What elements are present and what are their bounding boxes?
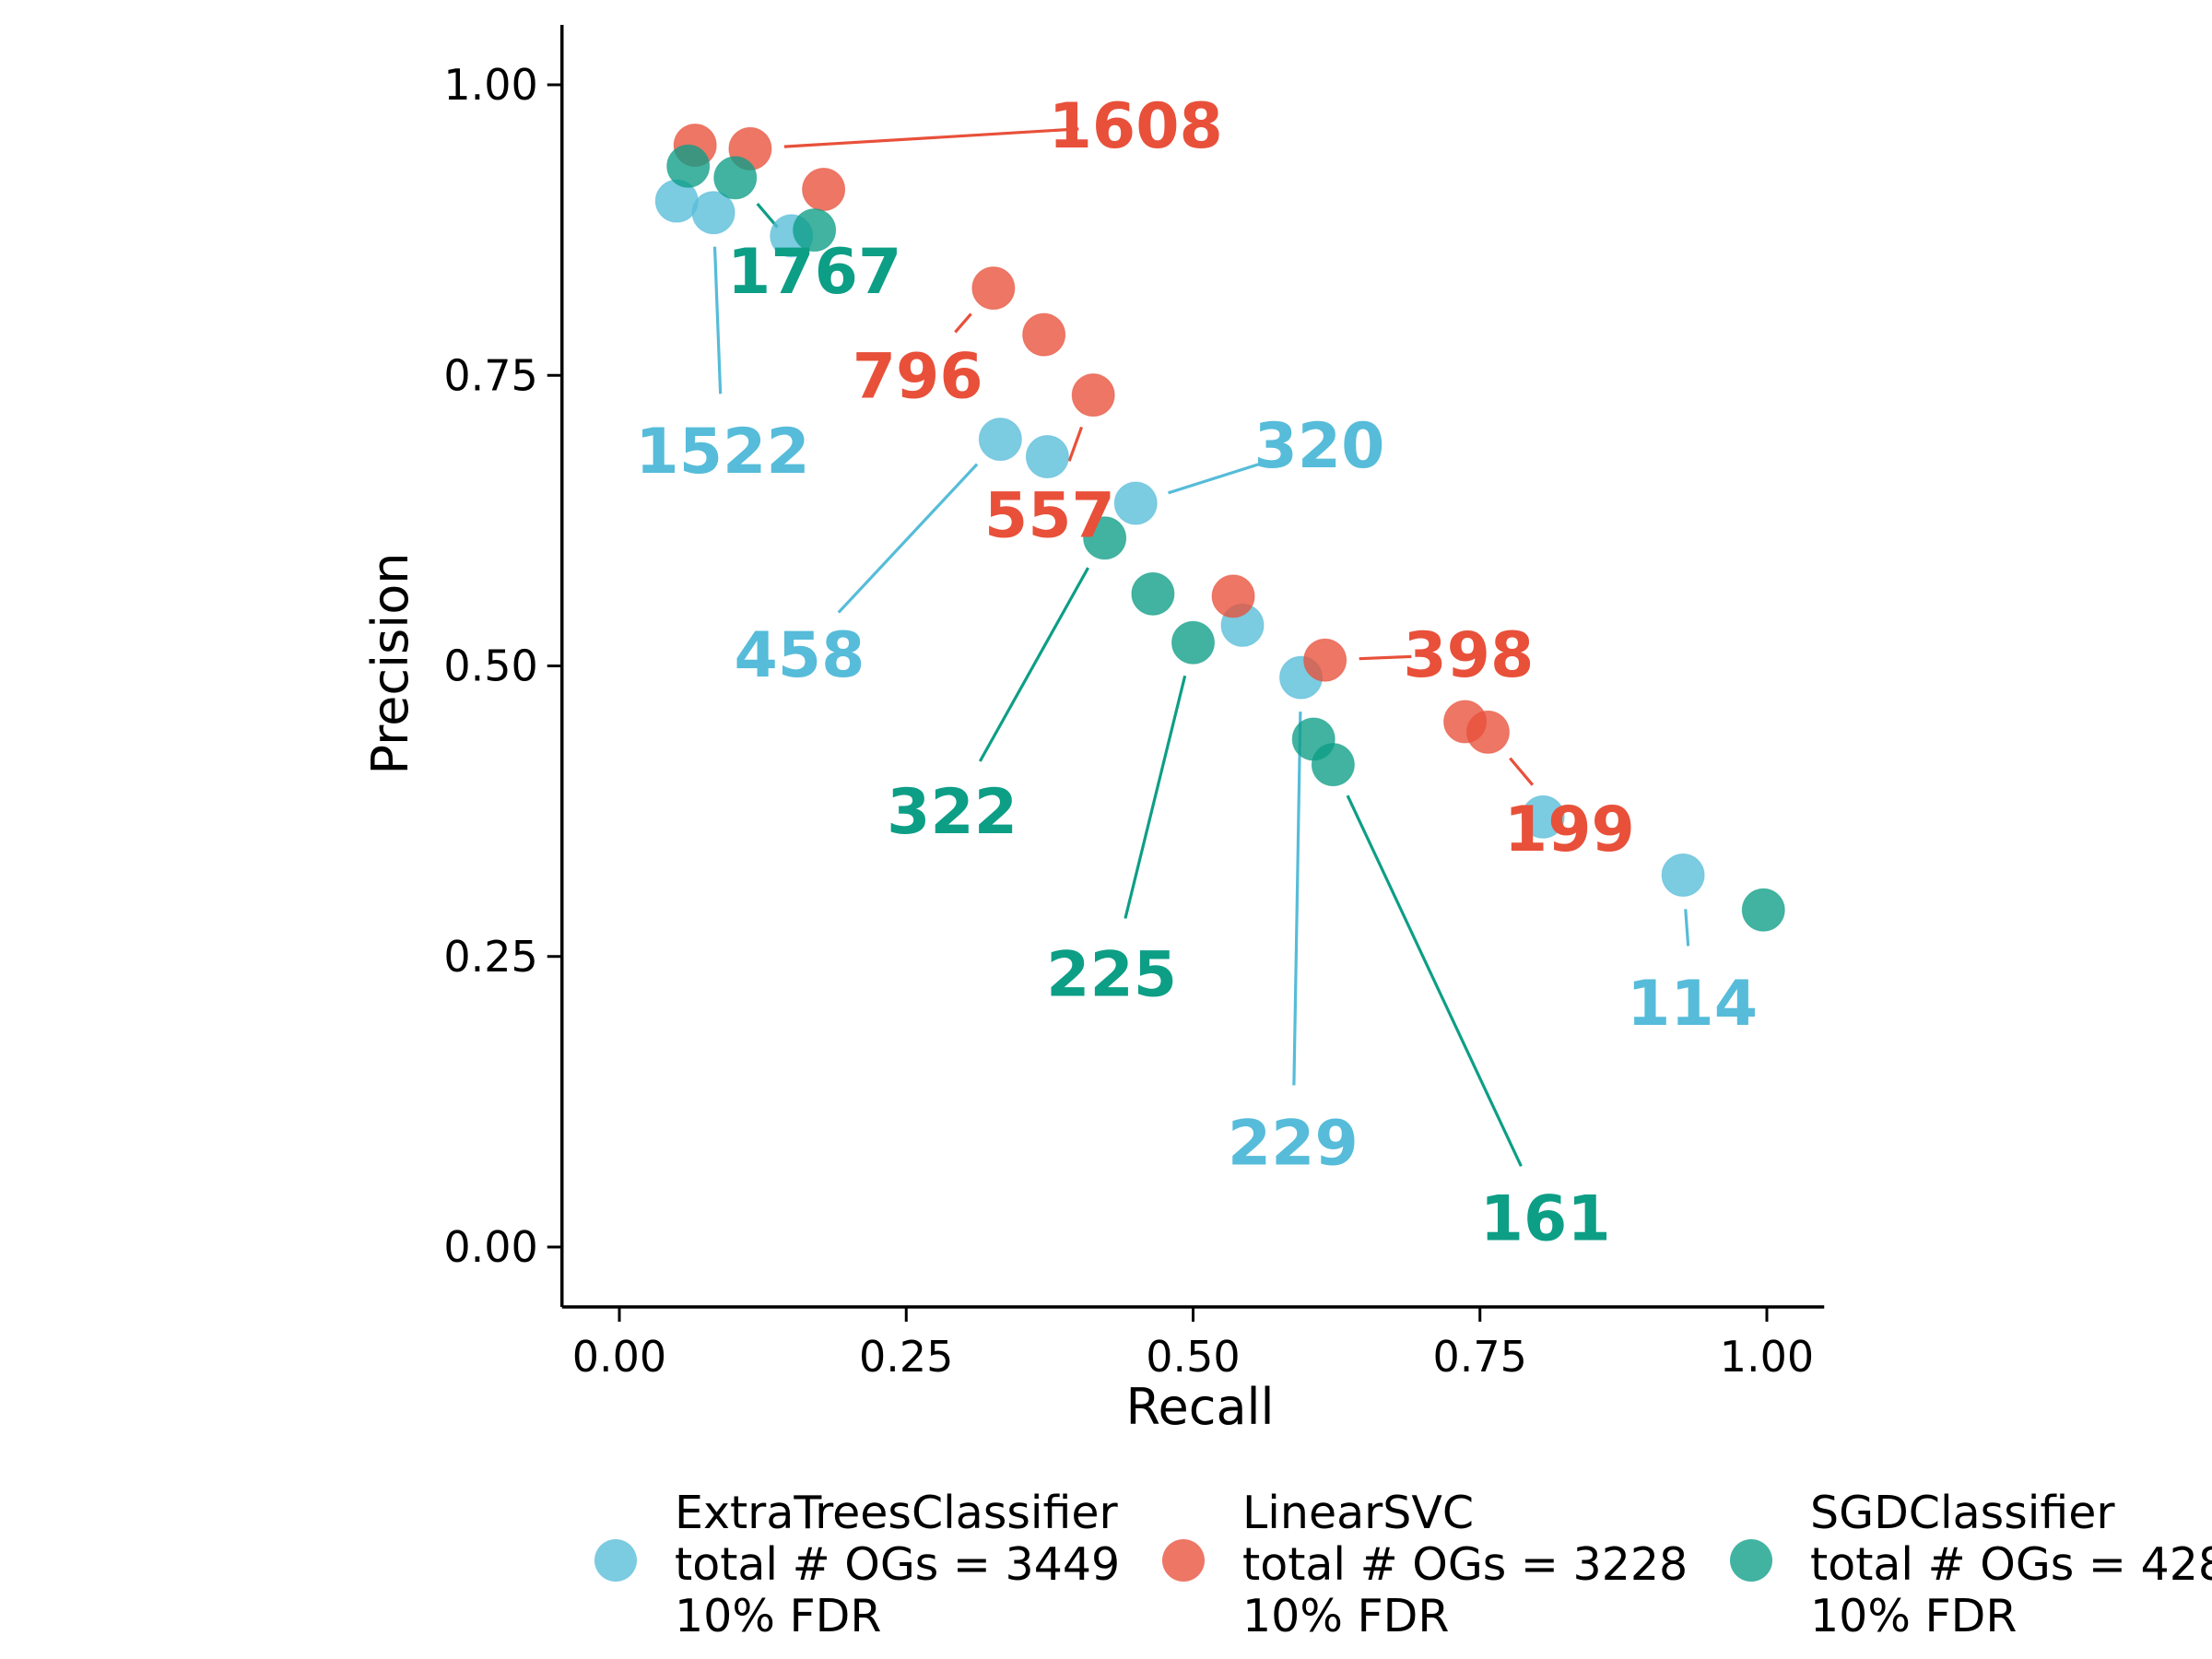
label-leader-line xyxy=(1684,909,1690,947)
data-point xyxy=(1465,710,1510,754)
legend-marker xyxy=(594,1539,637,1582)
legend-label: LinearSVC xyxy=(1242,1487,1474,1539)
x-axis-title: Recall xyxy=(1125,1378,1274,1436)
legend-label: total # OGs = 3449 xyxy=(675,1538,1120,1591)
y-tick-label: 0.50 xyxy=(443,641,537,691)
point-label: 161 xyxy=(1480,1182,1611,1255)
legend-label: total # OGs = 428 xyxy=(1810,1538,2212,1591)
label-leader-line xyxy=(954,312,972,334)
data-point xyxy=(1303,638,1347,682)
legend-label: 10% FDR xyxy=(675,1590,881,1642)
point-label: 199 xyxy=(1504,794,1635,866)
point-label: 322 xyxy=(887,776,1018,849)
point-label: 320 xyxy=(1253,410,1384,483)
data-point xyxy=(1661,853,1705,897)
y-tick-label: 0.25 xyxy=(443,932,537,982)
point-label: 1767 xyxy=(727,236,901,309)
y-axis-title: Precision xyxy=(361,553,419,775)
label-leader-lines xyxy=(712,127,1690,1168)
data-point xyxy=(691,191,735,235)
data-point xyxy=(1171,620,1215,665)
data-point xyxy=(1083,516,1127,560)
data-point xyxy=(802,167,846,211)
data-point xyxy=(1211,574,1255,618)
legend-label: 10% FDR xyxy=(1242,1590,1449,1642)
point-label: 225 xyxy=(1046,939,1177,1012)
x-tick-label: 0.25 xyxy=(859,1332,953,1382)
label-leader-line xyxy=(1067,426,1084,462)
label-leader-line xyxy=(1124,675,1187,919)
legend-label: total # OGs = 3228 xyxy=(1242,1538,1688,1591)
label-leader-line xyxy=(837,463,979,614)
label-leader-line xyxy=(1346,794,1523,1168)
x-tick-label: 1.00 xyxy=(1720,1332,1814,1382)
label-leader-line xyxy=(1359,654,1412,661)
label-leader-line xyxy=(783,127,1079,148)
label-leader-line xyxy=(978,567,1089,762)
point-label: 458 xyxy=(734,619,865,692)
data-point xyxy=(978,418,1022,462)
data-point xyxy=(666,144,711,188)
data-point xyxy=(793,208,837,253)
label-leader-line xyxy=(712,246,723,394)
x-tick-label: 0.00 xyxy=(572,1332,666,1382)
x-tick-label: 0.50 xyxy=(1146,1332,1240,1382)
point-label: 557 xyxy=(984,480,1115,553)
data-point xyxy=(1113,481,1158,525)
legend-label: ExtraTreesClassifier xyxy=(675,1487,1118,1539)
x-tick-label: 0.75 xyxy=(1433,1332,1527,1382)
point-label: 398 xyxy=(1403,619,1534,692)
label-leader-line xyxy=(1509,757,1535,786)
legend-marker xyxy=(1730,1539,1772,1582)
legend-label: SGDClassifier xyxy=(1810,1487,2115,1539)
y-tick-label: 0.75 xyxy=(443,350,537,400)
point-label: 796 xyxy=(853,340,983,413)
point-label: 229 xyxy=(1228,1108,1359,1181)
legend-marker xyxy=(1162,1539,1205,1582)
data-points xyxy=(654,124,1785,932)
point-label: 1608 xyxy=(1049,90,1223,163)
data-point xyxy=(1025,435,1069,479)
data-point xyxy=(1071,373,1115,418)
data-point xyxy=(971,266,1016,311)
data-point xyxy=(1131,571,1175,616)
legend-label: 10% FDR xyxy=(1810,1590,2017,1642)
data-point xyxy=(1521,794,1565,839)
point-label: 114 xyxy=(1627,968,1758,1041)
label-leader-line xyxy=(1292,712,1302,1086)
y-tick-label: 1.00 xyxy=(443,60,537,110)
data-point xyxy=(713,156,758,200)
data-point xyxy=(1741,888,1785,932)
point-label: 1522 xyxy=(635,416,809,488)
y-tick-label: 0.00 xyxy=(443,1222,537,1272)
data-point xyxy=(1022,312,1066,357)
axes: 0.00 0.25 0.50 0.75 1.00 0.00 0.25 0.50 0.75 1.00 xyxy=(443,24,1825,1382)
data-point xyxy=(1311,743,1355,787)
label-leader-line xyxy=(1168,461,1265,495)
